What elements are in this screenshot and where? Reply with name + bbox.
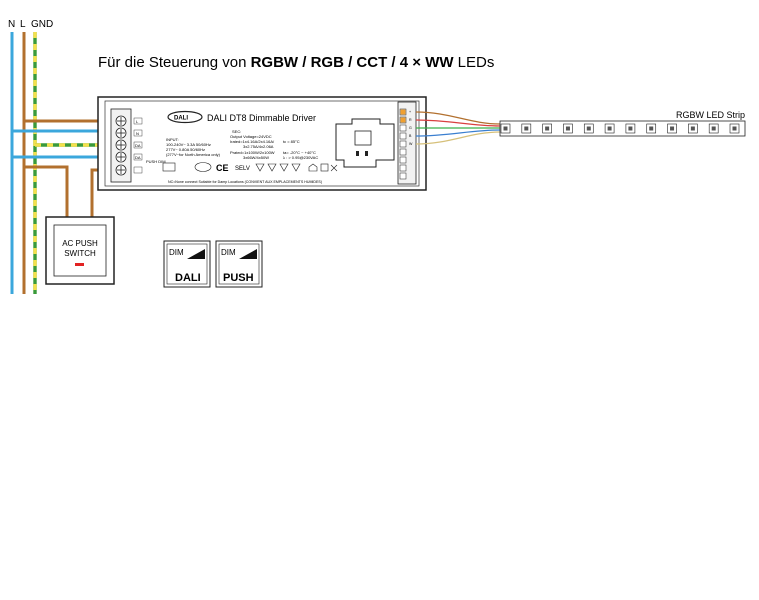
- ul-icon: [162, 162, 176, 172]
- dim-dali-top: DIM: [169, 248, 184, 257]
- push-dim-label: PUSH DIM: [146, 159, 166, 164]
- spec-line-3: λ : > 0.95@230VAC: [283, 155, 318, 160]
- certification-icons: CE SELV: [162, 162, 338, 173]
- dim-dali-badge: DIM DALI: [163, 240, 211, 288]
- selv-mark: SELV: [235, 166, 250, 172]
- output-wire-w: [415, 131, 501, 145]
- dali-logo: [167, 110, 203, 124]
- pin-label-1: +: [409, 110, 411, 114]
- wire-label-l: L: [20, 19, 26, 30]
- sec-line-2: Output Voltage=24VDC: [230, 134, 272, 139]
- input-line-3: 277V~ 0.80A 50/60Hz: [166, 147, 205, 152]
- ac-push-switch: AC PUSH SWITCH: [45, 216, 115, 285]
- driver-name: DALI DT8 Dimmable Driver: [207, 113, 316, 123]
- terminal-label-1: L: [136, 119, 139, 124]
- spec-line-1: tc = 85°C: [283, 139, 300, 144]
- triangle-icons: [255, 163, 338, 172]
- enec-icon: [194, 162, 212, 172]
- led-chip-core: [524, 126, 529, 131]
- dip-display: [354, 130, 372, 146]
- spec-line-2: ta= -20°C ~ +40°C: [283, 150, 316, 155]
- pin-label-5: W: [409, 142, 413, 146]
- terminal-label-3: DA: [135, 143, 141, 148]
- led-chip-core: [670, 126, 675, 131]
- dip-switch-dots: [356, 151, 368, 156]
- dip-switch-window: [335, 118, 395, 168]
- wire-label-gnd: GND: [31, 19, 53, 30]
- dim-dali-inner: [166, 243, 208, 285]
- led-chip-core: [545, 126, 550, 131]
- terminal-label-4: DA: [135, 155, 141, 160]
- led-chip-core: [607, 126, 612, 131]
- led-chip-core: [503, 126, 508, 131]
- rgbw-led-strip: [499, 120, 746, 137]
- pin-label-4: B: [409, 134, 412, 138]
- output-terminal-active: [400, 109, 406, 123]
- dali-driver: L N DA DA PUSH DIM DALI DALI DT8 Dimmabl…: [97, 96, 427, 191]
- title-bold: RGBW / RGB / CCT / 4 × WW: [251, 54, 455, 71]
- output-wire-b: [415, 129, 501, 137]
- output-wire-plus: [415, 111, 501, 125]
- driver-footer: NC=None connect Suitable for Damp Locati…: [168, 180, 322, 184]
- dim-dali-bottom: DALI: [175, 272, 201, 284]
- left-terminal-screws: [115, 115, 127, 176]
- strip-leds: [500, 123, 740, 134]
- led-chip-core: [690, 126, 695, 131]
- wire-label-n: N: [8, 19, 15, 30]
- left-terminal-labels: L N DA DA PUSH DIM: [133, 117, 166, 174]
- title-suffix: LEDs: [454, 54, 495, 71]
- sec-line-3: Irated=1x4.16A/2x4.16A/: [230, 139, 275, 144]
- output-wires: [415, 111, 501, 145]
- sec-line-4: 3x2.75A/4x2.06A: [243, 144, 274, 149]
- dim-push-top: DIM: [221, 248, 236, 257]
- feed-push-switch-in: [24, 165, 69, 217]
- strip-body: [499, 120, 746, 137]
- ce-mark: CE: [216, 163, 229, 173]
- dim-push-bottom: PUSH: [223, 272, 254, 284]
- sec-line-6: 3x66W/4x50W: [243, 155, 269, 160]
- led-chip-core: [649, 126, 654, 131]
- switch-label-2: SWITCH: [64, 249, 96, 258]
- output-pin-labels: + R G B W: [409, 110, 413, 146]
- sec-line-5: Prated=1x100W/2x100W: [230, 150, 275, 155]
- strip-label: RGBW LED Strip: [676, 110, 745, 120]
- pin-label-2: R: [409, 118, 412, 122]
- input-line-4: (277V~for North America only): [166, 152, 221, 157]
- sec-line-1: SEC:: [232, 129, 241, 134]
- title-prefix: Für die Steuerung von: [98, 54, 251, 71]
- led-chip-core: [586, 126, 591, 131]
- input-line-1: INPUT:: [166, 137, 179, 142]
- led-chip-core: [628, 126, 633, 131]
- dim-dali-ramp-icon: [187, 249, 205, 259]
- output-wire-r: [415, 119, 501, 127]
- switch-plate: [53, 224, 107, 277]
- mains-wires: [10, 32, 37, 294]
- input-spec: INPUT: 100-240V~ 3.3A 50/60Hz 277V~ 0.80…: [166, 137, 221, 157]
- dim-push-badge: DIM PUSH: [215, 240, 263, 288]
- led-chip-core: [711, 126, 716, 131]
- switch-label-1: AC PUSH: [62, 239, 98, 248]
- terminal-label-2: N: [136, 131, 139, 136]
- dali-logo-text: DALI: [174, 116, 188, 122]
- dim-push-ramp-icon: [239, 249, 257, 259]
- led-chip-core: [565, 126, 570, 131]
- led-chip-core: [732, 126, 737, 131]
- switch-indicator: [75, 263, 84, 266]
- input-line-2: 100-240V~ 3.3A 50/60Hz: [166, 142, 211, 147]
- diagram-title: Für die Steuerung von RGBW / RGB / CCT /…: [98, 54, 494, 71]
- secondary-spec: SEC: Output Voltage=24VDC Irated=1x4.16A…: [230, 129, 318, 160]
- pin-label-3: G: [409, 126, 412, 130]
- dim-push-inner: [218, 243, 260, 285]
